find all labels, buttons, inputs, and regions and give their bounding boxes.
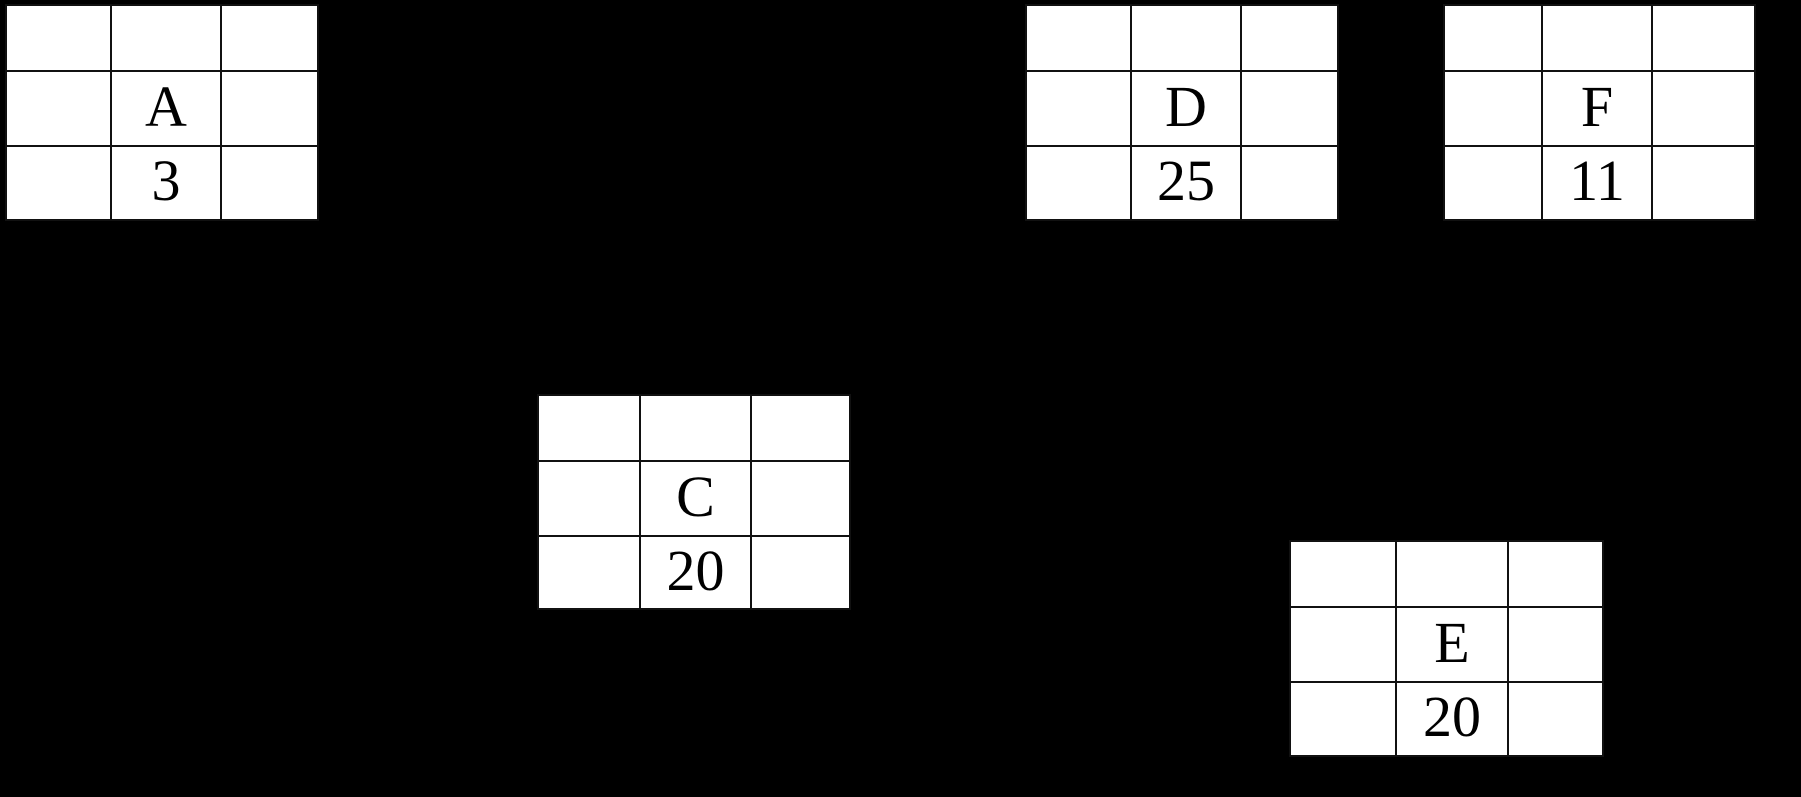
- node-a-value: 3: [151, 148, 181, 213]
- node-f[interactable]: F 11: [1443, 4, 1756, 221]
- node-c-label: C: [676, 463, 715, 529]
- node-e-value-cell[interactable]: 20: [1397, 683, 1509, 755]
- node-e-value: 20: [1423, 684, 1481, 749]
- node-c-cell-r2c3[interactable]: [752, 462, 849, 537]
- node-f-cell-r1c3[interactable]: [1653, 6, 1754, 72]
- node-a-label: A: [145, 73, 187, 139]
- node-d[interactable]: D 25: [1025, 4, 1339, 221]
- node-f-value-cell[interactable]: 11: [1543, 147, 1653, 219]
- node-e-cell-r3c1[interactable]: [1291, 683, 1397, 755]
- node-a-cell-r2c3[interactable]: [222, 72, 317, 147]
- node-f-value: 11: [1569, 148, 1625, 213]
- node-c-cell-r3c3[interactable]: [752, 537, 849, 608]
- node-e[interactable]: E 20: [1289, 540, 1604, 757]
- node-d-value: 25: [1157, 148, 1215, 213]
- node-e-cell-r1c1[interactable]: [1291, 542, 1397, 608]
- node-f-cell-r1c2[interactable]: [1543, 6, 1653, 72]
- node-f-cell-r2c3[interactable]: [1653, 72, 1754, 147]
- node-a-cell-r1c3[interactable]: [222, 6, 317, 72]
- node-d-cell-r2c1[interactable]: [1027, 72, 1132, 147]
- node-a-value-cell[interactable]: 3: [112, 147, 222, 219]
- node-a-cell-r3c1[interactable]: [7, 147, 112, 219]
- node-c[interactable]: C 20: [537, 394, 851, 610]
- node-a[interactable]: A 3: [5, 4, 319, 221]
- node-a-cell-r1c1[interactable]: [7, 6, 112, 72]
- node-a-label-cell[interactable]: A: [112, 72, 222, 147]
- node-c-cell-r1c2[interactable]: [641, 396, 752, 462]
- node-e-cell-r1c2[interactable]: [1397, 542, 1509, 608]
- node-d-cell-r2c3[interactable]: [1242, 72, 1337, 147]
- node-d-label-cell[interactable]: D: [1132, 72, 1242, 147]
- node-e-cell-r1c3[interactable]: [1509, 542, 1602, 608]
- node-c-cell-r1c3[interactable]: [752, 396, 849, 462]
- node-d-label: D: [1165, 73, 1207, 139]
- node-d-cell-r3c3[interactable]: [1242, 147, 1337, 219]
- node-c-cell-r1c1[interactable]: [539, 396, 641, 462]
- node-d-value-cell[interactable]: 25: [1132, 147, 1242, 219]
- node-c-label-cell[interactable]: C: [641, 462, 752, 537]
- node-e-cell-r3c3[interactable]: [1509, 683, 1602, 755]
- node-f-cell-r1c1[interactable]: [1445, 6, 1543, 72]
- node-d-cell-r1c1[interactable]: [1027, 6, 1132, 72]
- node-c-value: 20: [666, 537, 725, 603]
- node-d-cell-r3c1[interactable]: [1027, 147, 1132, 219]
- node-c-value-cell[interactable]: 20: [641, 537, 752, 608]
- node-c-cell-r2c1[interactable]: [539, 462, 641, 537]
- node-f-cell-r2c1[interactable]: [1445, 72, 1543, 147]
- node-f-label-cell[interactable]: F: [1543, 72, 1653, 147]
- node-e-label-cell[interactable]: E: [1397, 608, 1509, 683]
- node-d-cell-r1c3[interactable]: [1242, 6, 1337, 72]
- node-e-cell-r2c1[interactable]: [1291, 608, 1397, 683]
- node-f-label: F: [1580, 73, 1614, 139]
- node-e-label: E: [1434, 609, 1470, 675]
- node-e-cell-r2c3[interactable]: [1509, 608, 1602, 683]
- node-a-cell-r3c3[interactable]: [222, 147, 317, 219]
- node-f-cell-r3c3[interactable]: [1653, 147, 1754, 219]
- node-a-cell-r2c1[interactable]: [7, 72, 112, 147]
- node-c-cell-r3c1[interactable]: [539, 537, 641, 608]
- node-a-cell-r1c2[interactable]: [112, 6, 222, 72]
- node-f-cell-r3c1[interactable]: [1445, 147, 1543, 219]
- node-d-cell-r1c2[interactable]: [1132, 6, 1242, 72]
